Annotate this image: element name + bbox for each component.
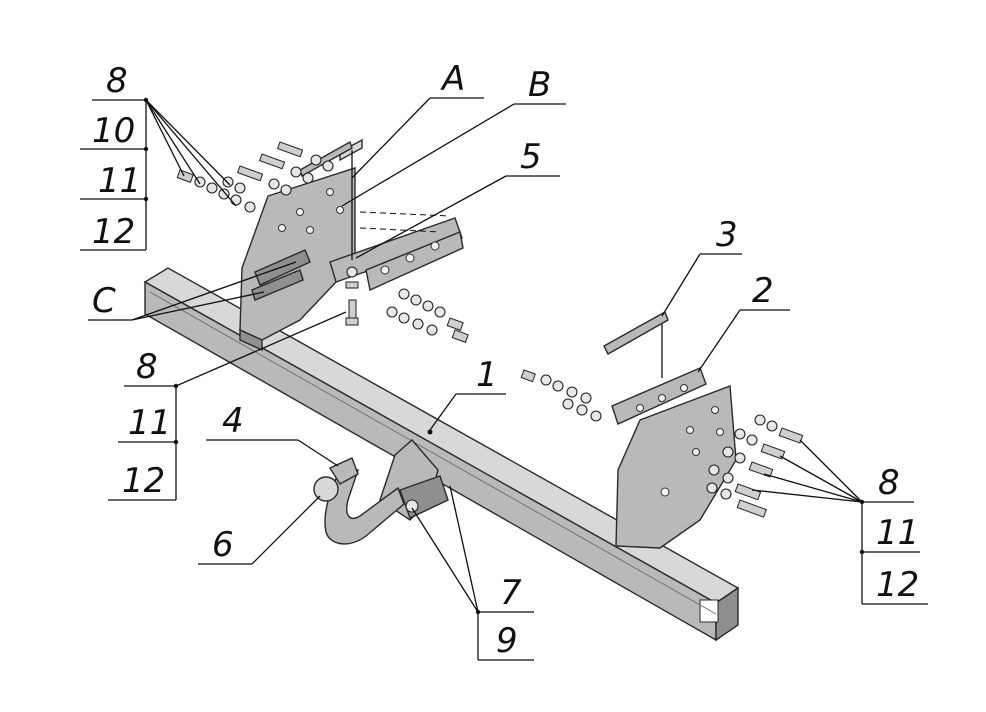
label-A: A (440, 59, 465, 99)
left-strap (299, 138, 464, 326)
right-strap (603, 310, 707, 425)
label-frames (80, 99, 928, 661)
label-1: 1 (476, 355, 498, 395)
right-bolts (520, 369, 804, 518)
left-stack-label-11: 11 (98, 161, 141, 201)
label-3: 3 (716, 215, 738, 255)
label-2: 2 (752, 271, 774, 311)
label-C: C (92, 281, 116, 321)
left-stack-label-8: 8 (106, 61, 128, 101)
left-stack-label-10: 10 (92, 111, 135, 151)
right-bracket (615, 385, 737, 549)
label-6: 6 (212, 525, 234, 565)
bottom-label-7: 7 (500, 573, 522, 613)
right-stack-label-8: 8 (878, 463, 900, 503)
right-stack-label-12: 12 (876, 565, 919, 605)
label-4: 4 (222, 401, 244, 441)
right-stack-label-11: 11 (876, 513, 919, 553)
left-mid-label-11: 11 (128, 403, 171, 443)
left-mid-label-12: 12 (122, 461, 165, 501)
callout-labels: 8 10 11 12 A B 5 C 8 11 12 1 3 2 4 6 7 9… (92, 59, 919, 661)
bottom-label-9: 9 (496, 621, 518, 661)
leader-lines (88, 97, 865, 615)
tow-ball-assembly (313, 439, 449, 545)
label-B: B (528, 65, 551, 105)
left-bracket (239, 167, 356, 352)
left-mid-label-8: 8 (136, 347, 158, 387)
left-stack-label-12: 12 (92, 212, 135, 252)
label-5: 5 (520, 137, 542, 177)
